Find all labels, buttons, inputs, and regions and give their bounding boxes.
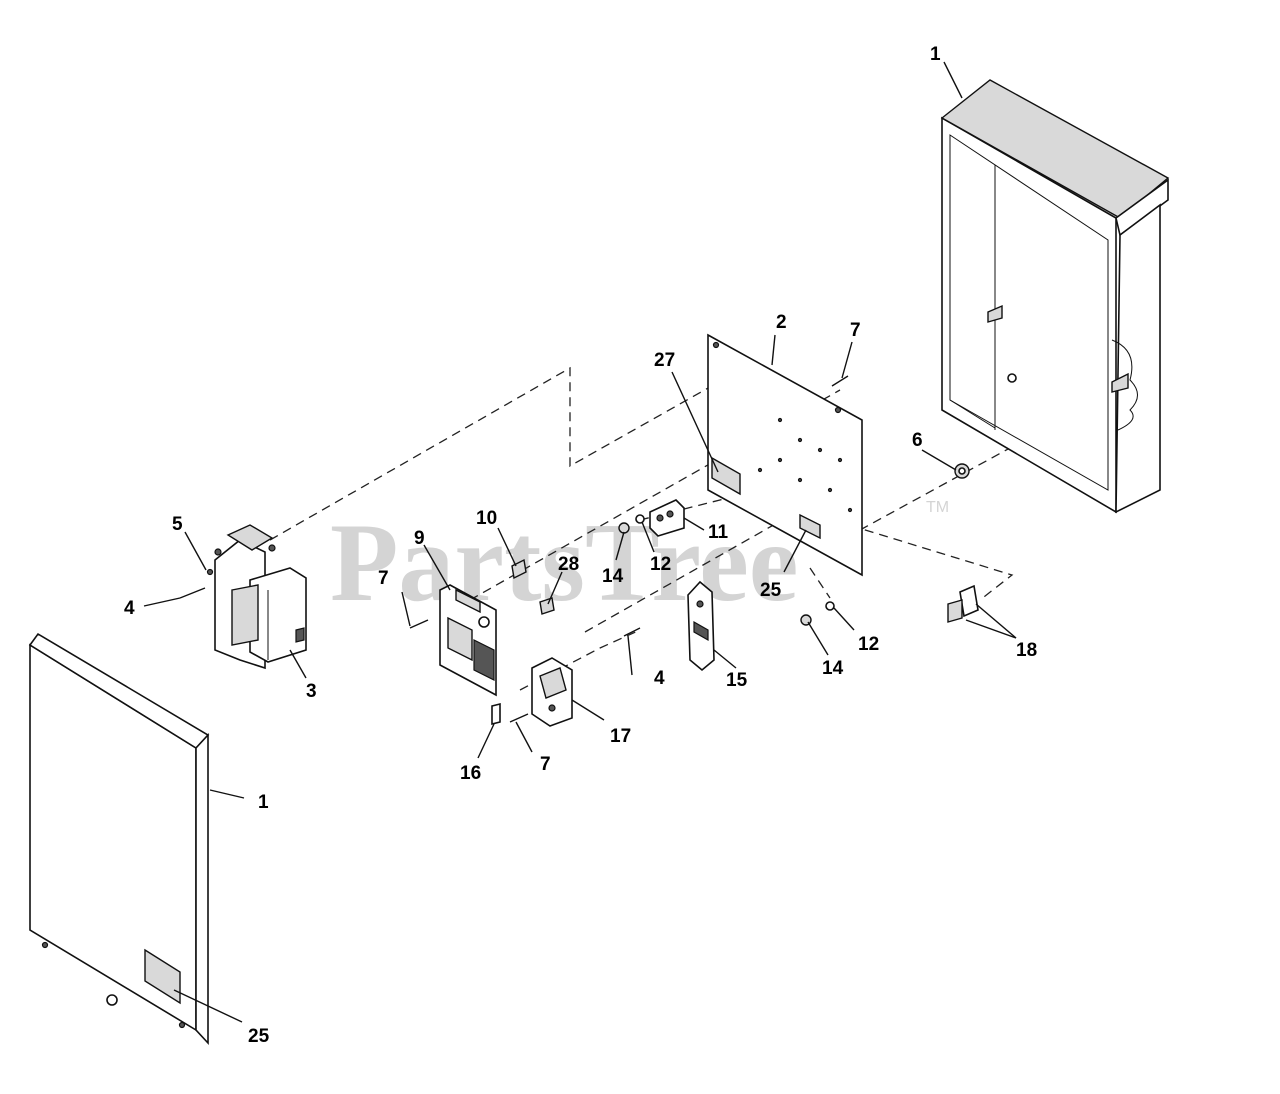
clip-28-part [539, 597, 555, 615]
callout-washer-small: 5 [172, 514, 183, 535]
screw-7-left-part [409, 619, 429, 629]
callout-circuit-board: 9 [414, 528, 425, 549]
callout-screw-7-left: 7 [378, 568, 389, 589]
enclosure-box [940, 79, 1170, 514]
nut-14-upper-part [618, 522, 630, 534]
fuse-16-part [491, 702, 501, 726]
callout-enclosure-top: 1 [930, 44, 941, 65]
watermark-text: PartsTree [330, 501, 799, 625]
contactor-assembly [214, 524, 307, 670]
dash-line-lower [584, 509, 1014, 633]
terminal-block-part [649, 499, 685, 537]
leader-lines [143, 61, 1017, 1023]
callout-screw-7-bottom: 7 [540, 754, 551, 775]
callout-contactor: 3 [306, 681, 317, 702]
screw-7-top-part [831, 375, 849, 387]
callout-label-27: 27 [654, 350, 675, 371]
callout-screw-7-top: 7 [850, 320, 861, 341]
screw-4-left-part [179, 587, 206, 599]
callout-clip-28: 28 [558, 554, 579, 575]
dash-line-contactor [269, 366, 741, 541]
callouts: 1 1 2 3 4 4 5 6 7 7 7 9 10 11 12 12 14 1… [124, 44, 1037, 1047]
callout-terminal-block-11: 11 [708, 522, 729, 543]
callout-bracket-15: 15 [726, 670, 748, 691]
dash-line-washer [809, 567, 831, 599]
back-panel [707, 333, 863, 577]
callout-standoff: 10 [476, 508, 497, 529]
callout-washer-12-upper: 12 [650, 554, 671, 575]
screw-7-bottom-part [509, 713, 529, 723]
enclosure-door [28, 632, 210, 1046]
washer-5-part [206, 568, 214, 576]
callout-nut-6: 6 [912, 430, 923, 451]
callout-fuse-16: 16 [460, 763, 481, 784]
callout-back-panel: 2 [776, 312, 787, 333]
circuit-board [439, 584, 497, 697]
callout-fuse-holder-17: 17 [610, 726, 631, 747]
callout-nut-14-lower: 14 [822, 658, 844, 679]
callout-label-25-panel: 25 [760, 580, 782, 601]
callout-lug-18: 18 [1016, 640, 1037, 661]
hardware [179, 375, 979, 727]
washer-12-lower-part [825, 601, 835, 611]
washer-12-upper-part [635, 514, 645, 524]
callout-screw-mid: 4 [654, 668, 665, 689]
screw-4-mid-part [623, 627, 641, 637]
dash-line-board [469, 389, 841, 601]
callout-screw-left: 4 [124, 598, 135, 619]
watermark-tm: TM [926, 499, 949, 516]
callout-enclosure-door: 1 [258, 792, 269, 813]
callout-nut-14-upper: 14 [602, 566, 624, 587]
callout-label-25-door: 25 [248, 1026, 270, 1047]
watermark: PartsTree TM [330, 499, 949, 625]
callout-washer-12-lower: 12 [858, 634, 879, 655]
